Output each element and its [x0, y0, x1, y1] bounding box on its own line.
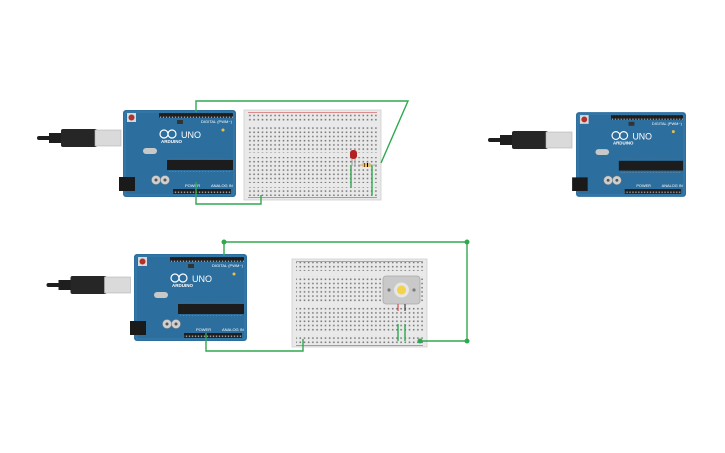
dc-motor-icon[interactable]	[382, 275, 421, 311]
wires[interactable]	[205, 241, 468, 352]
circuit-led	[36, 100, 410, 205]
arduino-uno-board[interactable]	[571, 111, 687, 198]
usb-cable-icon[interactable]	[46, 275, 131, 295]
wire-node-icon[interactable]	[221, 239, 470, 344]
arduino-uno-board[interactable]	[129, 253, 248, 342]
circuit-standalone	[487, 111, 687, 198]
usb-cable-icon[interactable]	[36, 128, 122, 148]
arduino-uno-board[interactable]	[118, 109, 237, 198]
wires[interactable]	[195, 100, 410, 205]
usb-cable-icon[interactable]	[487, 130, 573, 150]
breadboard[interactable]	[243, 109, 382, 201]
circuit-motor	[46, 239, 470, 352]
led-icon[interactable]	[350, 150, 357, 166]
resistor-icon[interactable]	[358, 163, 377, 167]
